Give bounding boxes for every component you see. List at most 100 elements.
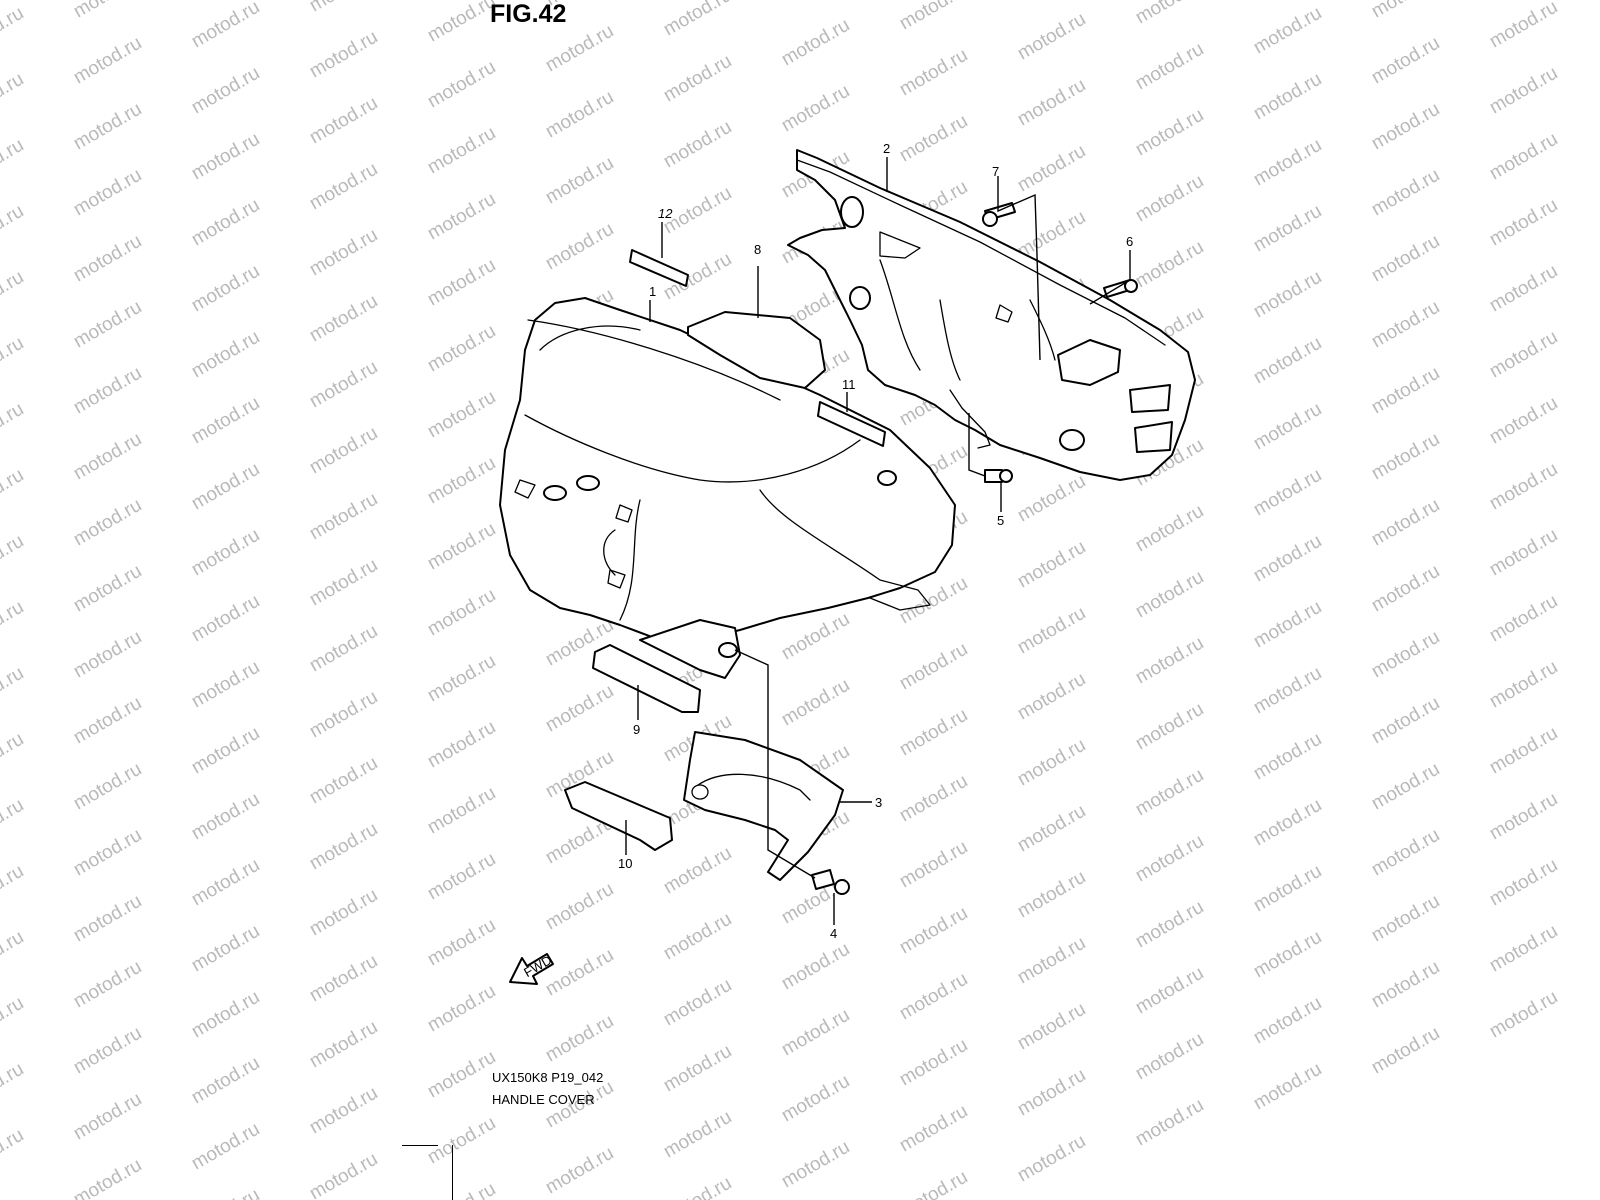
watermark-text: motod.ru: [1132, 897, 1207, 953]
watermark-text: motod.ru: [0, 201, 27, 257]
watermark-text: motod.ru: [542, 219, 617, 275]
watermark-text: motod.ru: [306, 159, 381, 215]
watermark-text: motod.ru: [1014, 669, 1089, 725]
callout-12: 12: [658, 206, 673, 221]
callout-4: 4: [830, 926, 837, 941]
watermark-text: motod.ru: [306, 93, 381, 149]
callout-5: 5: [997, 513, 1004, 528]
figure-caption: HANDLE COVER: [492, 1092, 595, 1107]
watermark-text: motod.ru: [306, 555, 381, 611]
watermark-text: motod.ru: [1368, 957, 1443, 1013]
watermark-text: motod.ru: [1132, 501, 1207, 557]
watermark-text: motod.ru: [70, 891, 145, 947]
watermark-text: motod.ru: [1132, 699, 1207, 755]
watermark-text: motod.ru: [778, 1071, 853, 1127]
watermark-text: motod.ru: [896, 45, 971, 101]
watermark-text: motod.ru: [1132, 963, 1207, 1019]
watermark-text: motod.ru: [1250, 3, 1325, 59]
watermark-text: motod.ru: [424, 321, 499, 377]
watermark-text: motod.ru: [1132, 633, 1207, 689]
watermark-text: motod.ru: [306, 1083, 381, 1139]
watermark-text: motod.ru: [1250, 201, 1325, 257]
watermark-text: motod.ru: [1014, 999, 1089, 1055]
watermark-text: motod.ru: [1132, 567, 1207, 623]
watermark-text: motod.ru: [1486, 129, 1561, 185]
watermark-text: motod.ru: [1014, 933, 1089, 989]
watermark-text: motod.ru: [1014, 9, 1089, 65]
watermark-text: motod.ru: [1486, 789, 1561, 845]
watermark-text: motod.ru: [0, 531, 27, 587]
watermark-text: motod.ru: [1250, 465, 1325, 521]
watermark-text: motod.ru: [660, 117, 735, 173]
watermark-text: motod.ru: [424, 189, 499, 245]
watermark-text: motod.ru: [188, 1119, 263, 1175]
watermark-text: motod.ru: [896, 969, 971, 1025]
watermark-text: motod.ru: [188, 195, 263, 251]
watermark-text: motod.ru: [1486, 657, 1561, 713]
watermark-text: motod.ru: [306, 27, 381, 83]
watermark-text: motod.ru: [1486, 855, 1561, 911]
watermark-text: motod.ru: [896, 903, 971, 959]
watermark-text: motod.ru: [424, 123, 499, 179]
watermark-text: motod.ru: [70, 165, 145, 221]
watermark-text: motod.ru: [424, 387, 499, 443]
watermark-text: motod.ru: [70, 1155, 145, 1200]
watermark-text: motod.ru: [70, 561, 145, 617]
watermark-text: motod.ru: [188, 591, 263, 647]
watermark-text: motod.ru: [0, 993, 27, 1049]
watermark-text: motod.ru: [542, 1011, 617, 1067]
watermark-text: motod.ru: [1486, 195, 1561, 251]
watermark-text: motod.ru: [188, 723, 263, 779]
watermark-text: motod.ru: [306, 423, 381, 479]
watermark-text: motod.ru: [778, 675, 853, 731]
watermark-text: motod.ru: [1014, 141, 1089, 197]
watermark-text: motod.ru: [1486, 525, 1561, 581]
watermark-text: motod.ru: [660, 0, 735, 40]
watermark-text: motod.ru: [70, 693, 145, 749]
watermark-text: motod.ru: [1250, 663, 1325, 719]
part-10-pad: [564, 781, 673, 851]
watermark-text: motod.ru: [1014, 1131, 1089, 1187]
watermark-text: motod.ru: [778, 1005, 853, 1061]
watermark-text: motod.ru: [1486, 0, 1561, 52]
watermark-text: motod.ru: [1486, 987, 1561, 1043]
watermark-text: motod.ru: [1486, 261, 1561, 317]
watermark-text: motod.ru: [1014, 75, 1089, 131]
watermark-text: motod.ru: [424, 1047, 499, 1103]
watermark-text: motod.ru: [424, 717, 499, 773]
watermark-text: motod.ru: [188, 63, 263, 119]
watermark-text: motod.ru: [70, 231, 145, 287]
watermark-text: motod.ru: [1014, 471, 1089, 527]
watermark-text: motod.ru: [70, 363, 145, 419]
watermark-text: motod.ru: [1368, 627, 1443, 683]
page-edge-tick: [402, 1145, 438, 1146]
watermark-text: motod.ru: [70, 759, 145, 815]
watermark-text: motod.ru: [306, 621, 381, 677]
watermark-text: motod.ru: [306, 489, 381, 545]
screw-6: [1103, 279, 1138, 298]
watermark-text: motod.ru: [424, 783, 499, 839]
watermark-text: motod.ru: [0, 1125, 27, 1181]
watermark-text: motod.ru: [188, 987, 263, 1043]
watermark-text: motod.ru: [306, 885, 381, 941]
watermark-text: motod.ru: [306, 225, 381, 281]
bolt-5: [984, 469, 1013, 483]
watermark-text: motod.ru: [424, 651, 499, 707]
watermark-text: motod.ru: [896, 705, 971, 761]
watermark-text: motod.ru: [896, 771, 971, 827]
watermark-text: motod.ru: [188, 0, 263, 52]
watermark-text: motod.ru: [70, 0, 145, 22]
watermark-text: motod.ru: [542, 153, 617, 209]
watermark-text: motod.ru: [1250, 597, 1325, 653]
callout-9: 9: [633, 722, 640, 737]
watermark-text: motod.ru: [1250, 69, 1325, 125]
watermark-text: motod.ru: [188, 1053, 263, 1109]
watermark-text: motod.ru: [896, 1035, 971, 1091]
watermark-text: motod.ru: [542, 681, 617, 737]
watermark-text: motod.ru: [1368, 297, 1443, 353]
watermark-text: motod.ru: [70, 99, 145, 155]
watermark-text: motod.ru: [188, 921, 263, 977]
watermark-text: motod.ru: [1486, 723, 1561, 779]
watermark-text: motod.ru: [0, 597, 27, 653]
watermark-text: motod.ru: [306, 951, 381, 1007]
